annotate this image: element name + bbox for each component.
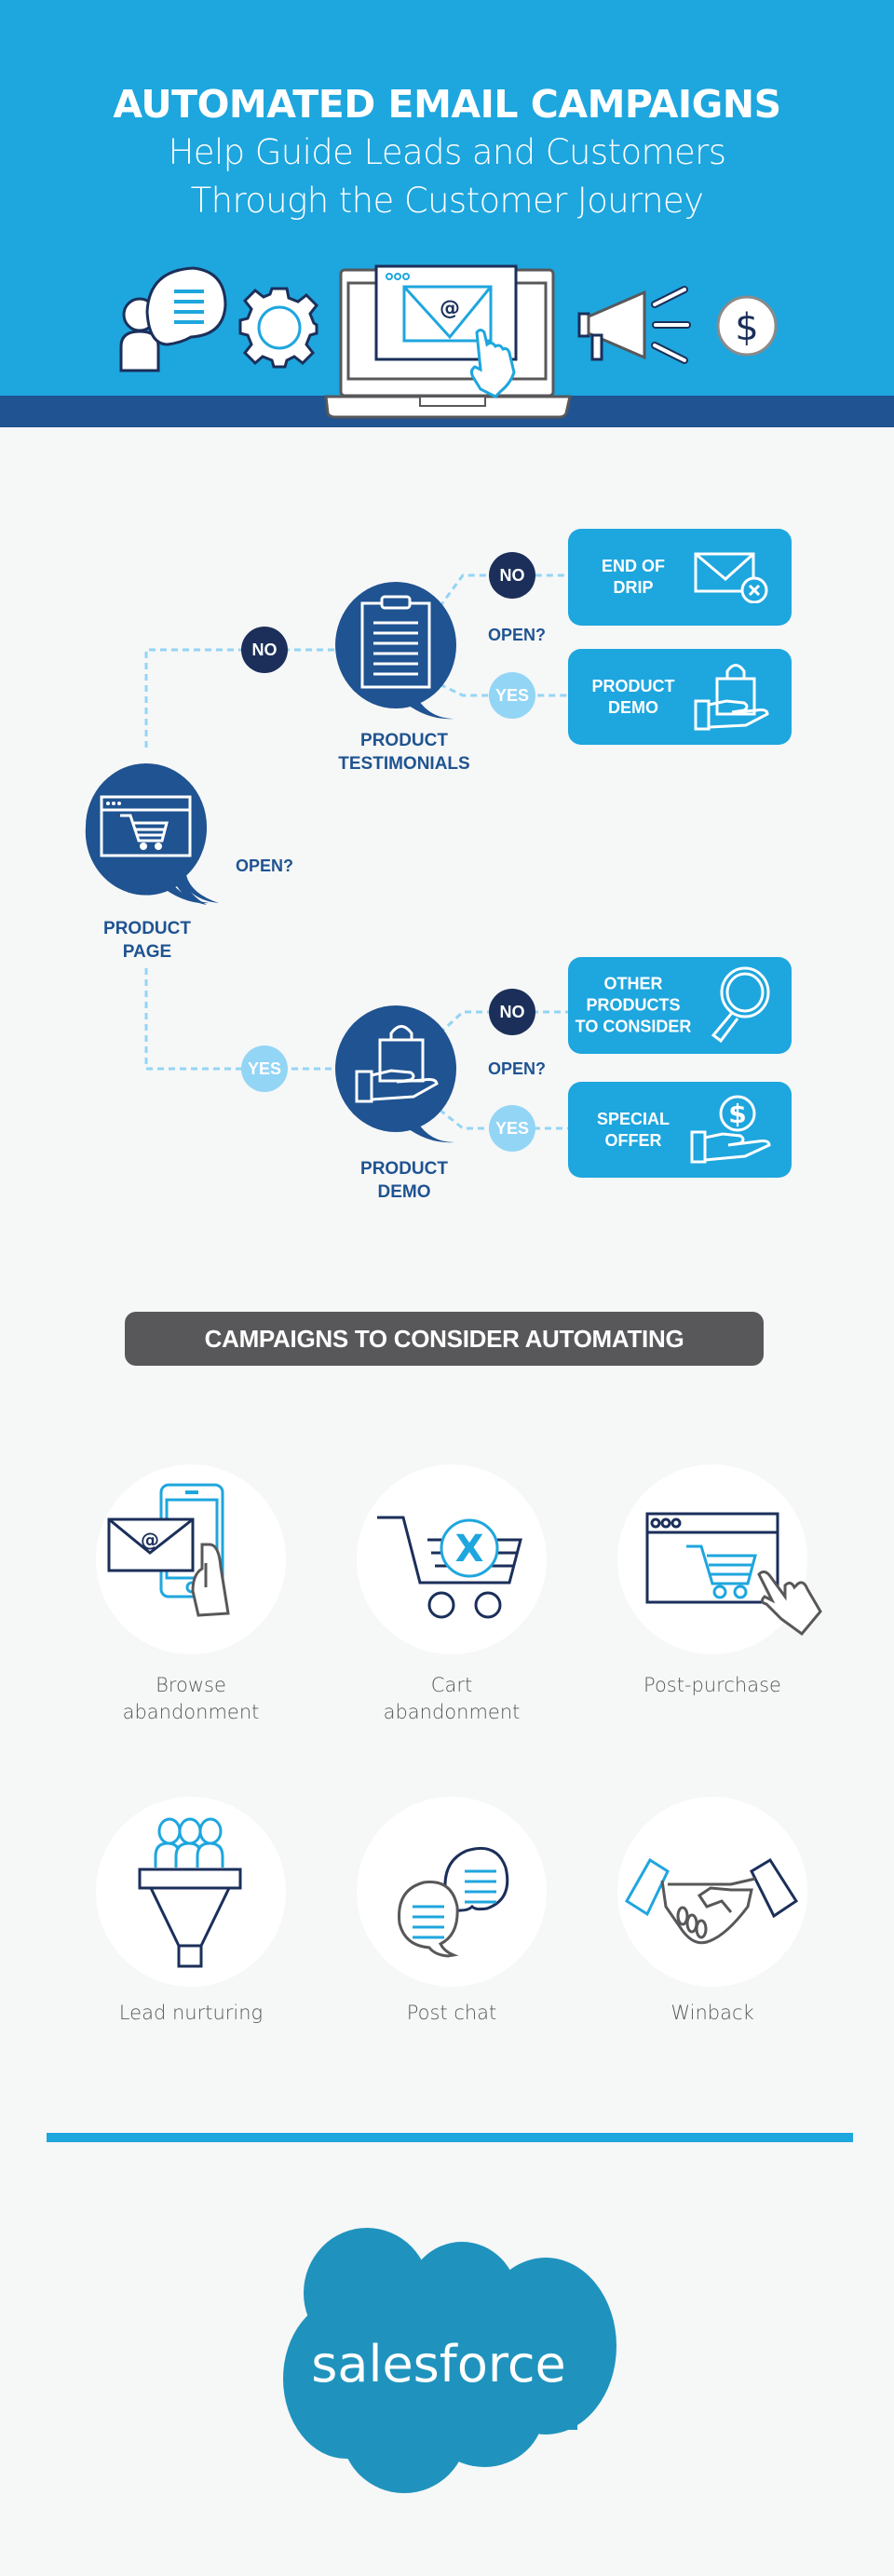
campaign-label: Winback (591, 2000, 833, 2027)
email-cancel-icon (694, 552, 768, 603)
hand-shopping-bag-icon (355, 1025, 439, 1103)
node-label-product-testimonials: PRODUCT TESTIMONIALS (311, 729, 497, 775)
cloud-shape (283, 2228, 616, 2493)
outcome-text: END OF DRIP (568, 556, 698, 599)
hand-shopping-bag-icon (694, 663, 769, 730)
campaign-label-line: Winback (670, 2002, 754, 2024)
question-product-demo: OPEN? (488, 1059, 547, 1078)
svg-text:@: @ (141, 1529, 159, 1551)
phone-email-icon: @ (107, 1483, 230, 1617)
laptop-email-icon: @ (324, 264, 572, 419)
outcome-text: SPECIAL OFFER (568, 1109, 698, 1152)
outcome-text-line: PRODUCTS (586, 995, 681, 1015)
campaign-label-line: abandonment (122, 1701, 260, 1723)
salesforce-logo: salesforce (283, 2228, 616, 2493)
campaign-label: Post chat (331, 2000, 573, 2027)
magnifier-icon (711, 966, 770, 1044)
outcome-product-demo: PRODUCT DEMO (568, 649, 792, 745)
decision-no-pill: NO (489, 989, 535, 1035)
clipboard-icon (360, 595, 431, 689)
outcome-text-line: TO CONSIDER (575, 1017, 692, 1036)
svg-text:@: @ (440, 297, 460, 320)
decision-yes-pill: YES (489, 1105, 535, 1152)
campaign-lead-nurturing (96, 1797, 286, 1987)
campaign-label-line: Browse (156, 1674, 226, 1696)
campaign-cart-abandonment: X (357, 1464, 547, 1654)
brand-wordmark: salesforce (311, 2335, 566, 2394)
dollar-coin-icon: $ (716, 295, 778, 357)
node-label-line: PRODUCT (360, 1159, 448, 1179)
connector-testimonials-no (438, 573, 568, 608)
node-label-line: PRODUCT (103, 919, 191, 938)
svg-text:X: X (455, 1528, 484, 1571)
outcome-end-of-drip: END OF DRIP (568, 529, 792, 626)
cart-cancel-icon: X (377, 1516, 522, 1619)
campaign-browse-abandonment: @ (96, 1464, 286, 1654)
node-product-demo (335, 1005, 456, 1143)
outcome-text-line: OFFER (604, 1130, 662, 1150)
outcome-text-line: SPECIAL (596, 1109, 670, 1128)
node-label-product-demo: PRODUCT DEMO (311, 1157, 497, 1204)
campaign-label-line: Lead nurturing (118, 2002, 264, 2024)
outcome-text: PRODUCT DEMO (568, 676, 698, 719)
connector-testimonials-yes (439, 682, 568, 697)
person-chat-icon (119, 266, 227, 372)
campaign-label: Browse abandonment (70, 1672, 312, 1726)
gear-icon (238, 287, 318, 369)
hand-dollar-coin-icon: $ (690, 1095, 771, 1163)
node-label-line: DEMO (377, 1182, 431, 1202)
decision-yes-pill: YES (241, 1045, 288, 1092)
page-title: AUTOMATED EMAIL CAMPAIGNS (113, 82, 781, 127)
node-label-line: PAGE (122, 942, 172, 962)
campaign-label: Lead nurturing (70, 2000, 312, 2027)
node-product-page (85, 763, 219, 905)
node-label-product-page: PRODUCT PAGE (54, 917, 240, 964)
question-product-testimonials: OPEN? (488, 626, 547, 644)
campaign-label-line: Cart (430, 1674, 473, 1696)
outcome-text-line: END OF (601, 557, 665, 575)
node-label-line: TESTIMONIALS (338, 754, 470, 774)
outcome-text-line: DRIP (613, 578, 654, 597)
outcome-text-line: DEMO (608, 697, 658, 717)
campaign-label: Post-purchase (591, 1672, 833, 1699)
campaign-winback (617, 1797, 807, 1987)
campaign-label-line: abandonment (383, 1701, 521, 1723)
megaphone-icon (577, 286, 691, 364)
webpage-cart-click-icon (645, 1512, 822, 1637)
page-subtitle-line1: Help Guide Leads and Customers (168, 132, 726, 172)
outcome-text-line: OTHER (603, 974, 663, 993)
outcome-other-products: OTHER PRODUCTS TO CONSIDER (568, 957, 792, 1054)
outcome-text-line: PRODUCT (591, 676, 675, 695)
hero-illustration: @ $ (119, 264, 778, 419)
campaign-label-line: Post-purchase (643, 1674, 781, 1696)
node-product-testimonials (335, 582, 456, 720)
campaign-label-line: Post chat (406, 2002, 497, 2024)
decision-no-pill: NO (489, 552, 535, 599)
campaign-post-purchase (617, 1464, 822, 1654)
chat-bubbles-icon (398, 1846, 509, 1958)
question-product-page: OPEN? (236, 856, 294, 875)
outcome-text: OTHER PRODUCTS TO CONSIDER (568, 974, 698, 1038)
page-subtitle-line2: Through the Customer Journey (190, 181, 704, 221)
handshake-icon (624, 1857, 799, 1945)
campaigns-section-header: CAMPAIGNS TO CONSIDER AUTOMATING (125, 1312, 764, 1366)
node-label-line: PRODUCT (360, 731, 448, 750)
campaign-label: Cart abandonment (331, 1672, 573, 1726)
outcome-special-offer: SPECIAL OFFER $ (568, 1082, 792, 1178)
section-divider (47, 2133, 853, 2142)
decision-no-pill: NO (241, 627, 288, 673)
flow-connectors (85, 573, 568, 1143)
people-funnel-icon (138, 1817, 242, 1968)
decision-yes-pill: YES (489, 672, 535, 719)
webpage-cart-icon (100, 795, 192, 857)
svg-text:$: $ (735, 306, 758, 349)
svg-text:$: $ (728, 1099, 746, 1129)
campaign-post-chat (357, 1797, 547, 1987)
